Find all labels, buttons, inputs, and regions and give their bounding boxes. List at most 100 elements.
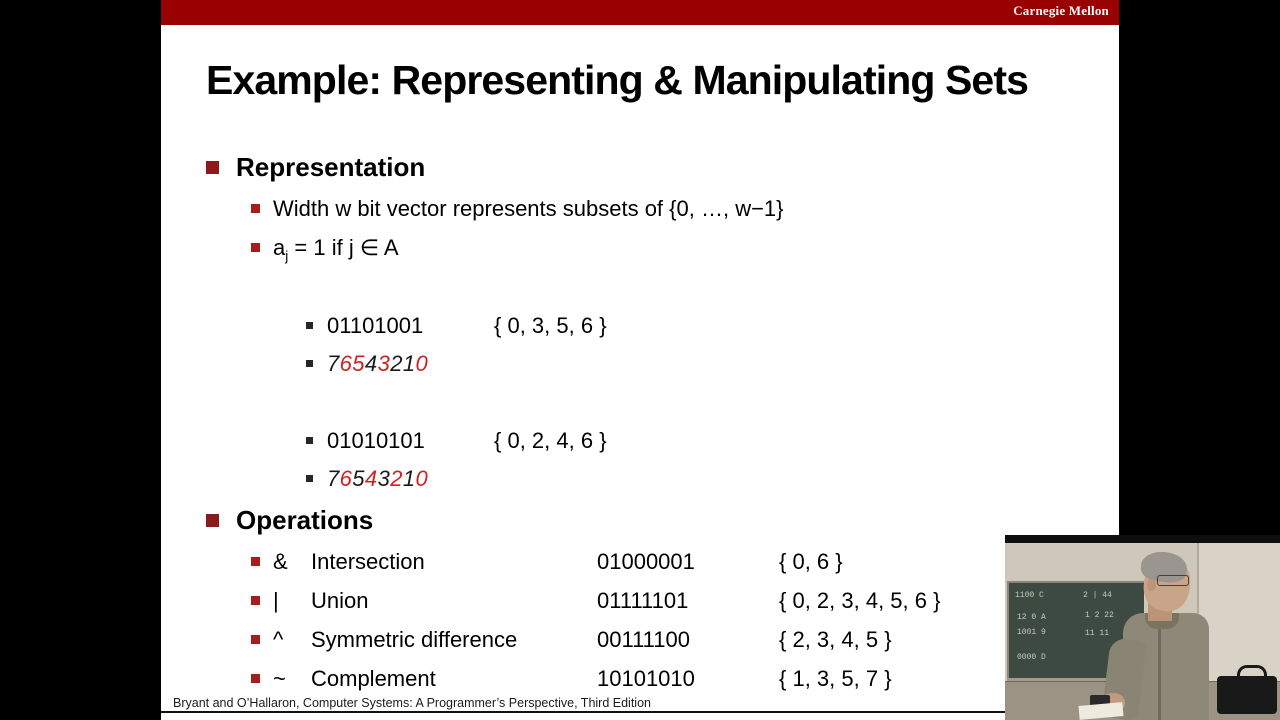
square-bullet-icon [206, 514, 219, 527]
bit-vector-value: 01010101 [327, 428, 425, 453]
square-bullet-icon [251, 204, 260, 213]
set-value: { 0, 6 } [779, 549, 843, 574]
bit-vector-value: 01111101 [597, 588, 689, 613]
operator-symbol: ^ [273, 627, 284, 652]
list-item: 76543210 [306, 351, 428, 377]
operator-name: Symmetric difference [311, 627, 518, 652]
bit-index-digit: 3 [377, 466, 391, 491]
bag-handle [1237, 665, 1267, 680]
list-item: 01101001 [306, 313, 423, 339]
bit-index-row: 76543210 [327, 466, 428, 492]
footer-divider [161, 711, 1119, 713]
set-value: { 0, 2, 4, 6 } [494, 428, 607, 453]
list-item: 01010101 [306, 428, 425, 454]
bit-index-digit: 1 [402, 351, 416, 376]
operation-bit-vector: 00111100 [597, 627, 690, 653]
membership-expression: = 1 if j ∈ A [288, 235, 399, 260]
lecturer-ear [1147, 579, 1156, 591]
table-row: ~ Complement [251, 666, 611, 692]
bit-index-digit: 1 [402, 466, 416, 491]
bullet-label: Width w bit vector represents subsets of… [273, 196, 784, 221]
bit-index-digit: 7 [327, 466, 340, 491]
bit-vector-value: 10101010 [597, 666, 695, 691]
square-bullet-icon [306, 437, 313, 444]
operation-set-notation: { 0, 6 } [779, 549, 843, 575]
chalk-text: 1 2 22 [1085, 611, 1114, 620]
bit-index-digit: 7 [327, 351, 340, 376]
square-bullet-icon [251, 674, 260, 683]
table-row: &Intersection [251, 549, 611, 575]
set-notation: { 0, 3, 5, 6 } [494, 313, 607, 339]
shirt-placket [1158, 625, 1161, 720]
section-heading-label: Representation [236, 152, 426, 182]
bit-index-digit: 0 [415, 351, 429, 376]
bit-index-digit: 2 [390, 466, 403, 491]
chalk-text: 11 11 [1085, 629, 1110, 638]
set-value: { 0, 3, 5, 6 } [494, 313, 607, 338]
set-value: { 0, 2, 3, 4, 5, 6 } [779, 588, 941, 613]
presentation-slide: Carnegie Mellon Example: Representing & … [161, 0, 1119, 720]
chalk-text: 0000 D [1017, 653, 1046, 662]
bit-index-digit: 6 [339, 466, 353, 491]
section-heading-label: Operations [236, 505, 374, 535]
operator-name: Complement [311, 666, 436, 691]
operator-name: Intersection [311, 549, 425, 574]
list-item: aj = 1 if j ∈ A [251, 235, 399, 264]
set-value: { 2, 3, 4, 5 } [779, 627, 892, 652]
subscript-j: j [285, 248, 289, 264]
table-row: ^ Symmetric difference [251, 627, 611, 653]
square-bullet-icon [251, 635, 260, 644]
square-bullet-icon [306, 475, 313, 482]
bit-index-digit: 6 [339, 351, 353, 376]
square-bullet-icon [251, 243, 260, 252]
slide-body: Representation Width w bit vector repres… [161, 0, 1119, 720]
operation-set-notation: { 0, 2, 3, 4, 5, 6 } [779, 588, 940, 614]
chalk-text: 1001 9 [1017, 628, 1046, 637]
bit-index-digit: 4 [364, 351, 378, 376]
bit-index-digit: 0 [415, 466, 429, 491]
video-frame: 1100 C 12 0 A 1001 9 0000 D 2 | 44 1 2 2… [1005, 543, 1280, 720]
bit-index-digit: 5 [352, 466, 365, 491]
chalk-text: 1100 C [1015, 591, 1044, 600]
bit-index-digit: 3 [377, 351, 391, 376]
slide-title: Example: Representing & Manipulating Set… [206, 57, 1029, 103]
set-value: { 1, 3, 5, 7 } [779, 666, 892, 691]
square-bullet-icon [251, 596, 260, 605]
list-item: Width w bit vector represents subsets of… [251, 196, 784, 222]
operation-bit-vector: 01111101 [597, 588, 688, 614]
brand-label: Carnegie Mellon [1013, 3, 1109, 18]
bit-vector-value: 00111100 [597, 627, 690, 652]
chalk-text: 2 | 44 [1083, 591, 1112, 600]
section-heading-operations: Operations [206, 505, 373, 536]
chalk-text: 12 0 A [1017, 613, 1046, 622]
operator-symbol: ~ [273, 666, 286, 691]
square-bullet-icon [251, 557, 260, 566]
operation-bit-vector: 10101010 [597, 666, 695, 692]
list-item: 76543210 [306, 466, 428, 492]
operation-bit-vector: 01000001 [597, 549, 695, 575]
glasses-icon [1157, 575, 1189, 586]
laptop-bag [1217, 676, 1277, 714]
bit-vector-value: 01101001 [327, 313, 424, 338]
bit-index-digit: 4 [364, 466, 378, 491]
lecturer-video-overlay[interactable]: 1100 C 12 0 A 1001 9 0000 D 2 | 44 1 2 2… [1005, 535, 1280, 720]
variable-a: a [273, 235, 286, 260]
table-row: | Union [251, 588, 611, 614]
bit-index-row: 76543210 [327, 351, 428, 377]
slide-footer: Bryant and O’Hallaron, Computer Systems:… [173, 696, 651, 710]
bit-index-digit: 5 [352, 351, 365, 376]
square-bullet-icon [306, 322, 313, 329]
operation-set-notation: { 1, 3, 5, 7 } [779, 666, 892, 692]
set-notation: { 0, 2, 4, 6 } [494, 428, 607, 454]
bit-vector-value: 01000001 [597, 549, 695, 574]
operator-symbol: | [273, 588, 279, 613]
bullet-label: aj = 1 if j ∈ A [273, 235, 399, 264]
section-heading-representation: Representation [206, 152, 425, 183]
brand-band: Carnegie Mellon [161, 0, 1119, 25]
operator-symbol: & [273, 549, 288, 574]
bit-index-digit: 2 [390, 351, 403, 376]
operator-name: Union [311, 588, 369, 613]
operation-set-notation: { 2, 3, 4, 5 } [779, 627, 892, 653]
presentation-clicker [1090, 695, 1110, 706]
